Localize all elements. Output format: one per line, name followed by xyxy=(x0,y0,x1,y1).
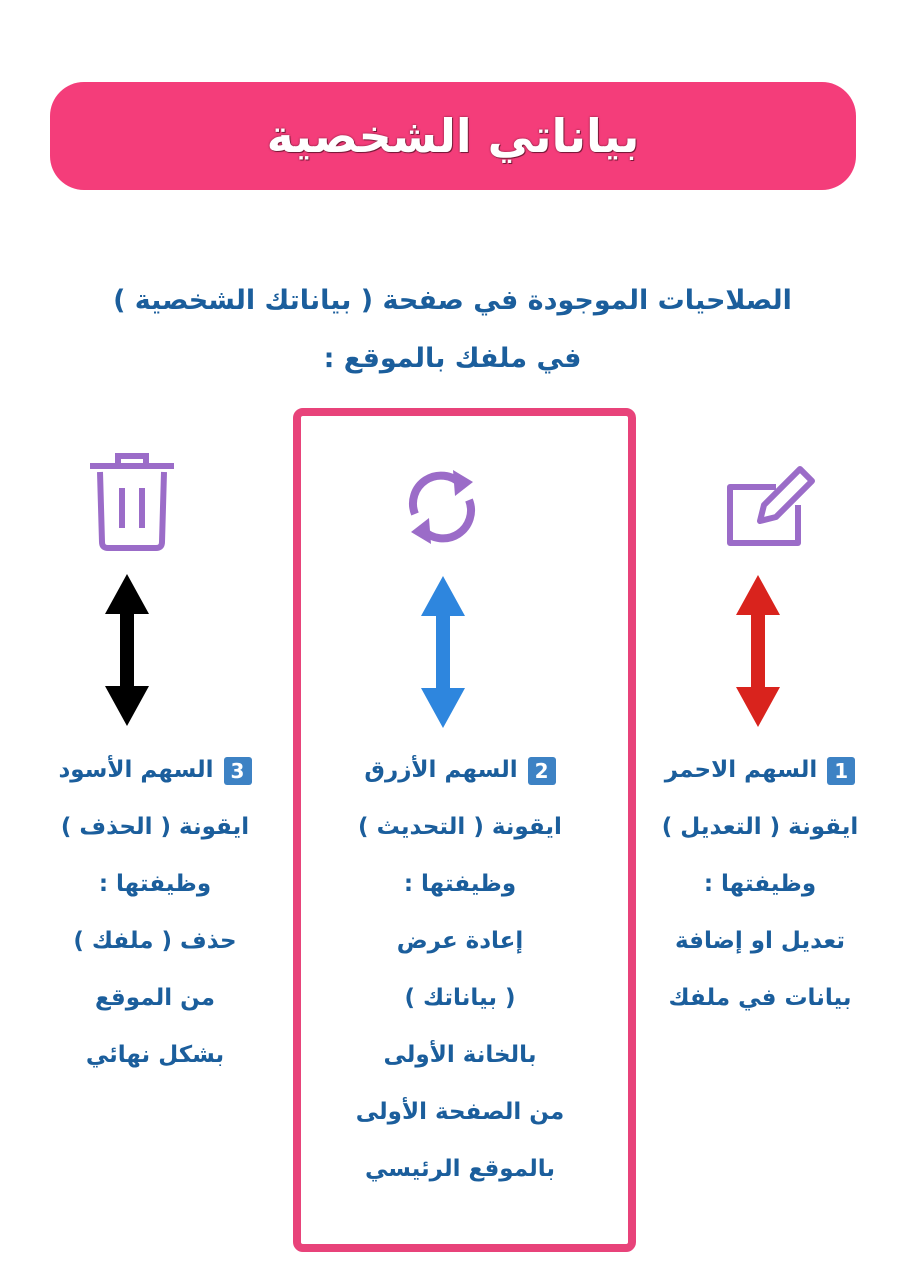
column-heading: 3 السهم الأسود xyxy=(30,742,280,799)
text-line: بالخانة الأولى xyxy=(383,1042,537,1068)
text-line: حذف ( ملفك ) xyxy=(73,928,237,954)
heading-text: السهم الأزرق xyxy=(364,757,518,783)
number-badge: 2 xyxy=(527,756,556,785)
column-delete: 3 السهم الأسود ايقونة ( الحذف ) وظيفتها :… xyxy=(30,742,280,1084)
text-line: من الموقع xyxy=(94,985,216,1011)
number-badge: 1 xyxy=(827,756,856,785)
text-line: ايقونة ( التعديل ) xyxy=(661,814,859,840)
refresh-icon xyxy=(409,470,475,544)
text-line: بشكل نهائي xyxy=(85,1042,225,1068)
column-heading: 2 السهم الأزرق xyxy=(320,742,600,799)
text-line: وظيفتها : xyxy=(98,871,212,897)
text-line: إعادة عرض xyxy=(396,928,524,954)
heading-text: السهم الأسود xyxy=(58,757,214,783)
column-heading: 1 السهم الاحمر xyxy=(640,742,880,799)
highlight-box xyxy=(293,408,636,1252)
title-banner: بياناتي الشخصية xyxy=(50,82,856,190)
text-line: وظيفتها : xyxy=(703,871,817,897)
black-double-arrow xyxy=(105,574,149,726)
column-edit: 1 السهم الاحمر ايقونة ( التعديل ) وظيفتها… xyxy=(640,742,880,1027)
intro-text: الصلاحيات الموجودة في صفحة ( بياناتك الش… xyxy=(40,272,865,388)
text-line: ايقونة ( الحذف ) xyxy=(60,814,250,840)
edit-icon xyxy=(727,466,815,546)
text-line: بيانات في ملفك xyxy=(668,985,852,1011)
text-line: ايقونة ( التحديث ) xyxy=(358,814,562,840)
intro-line-1: الصلاحيات الموجودة في صفحة ( بياناتك الش… xyxy=(113,285,792,316)
number-badge: 3 xyxy=(223,756,252,785)
red-double-arrow xyxy=(736,575,780,727)
text-line: من الصفحة الأولى xyxy=(355,1099,565,1125)
column-refresh: 2 السهم الأزرق ايقونة ( التحديث ) وظيفتها… xyxy=(320,742,600,1198)
text-line: بالموقع الرئيسي xyxy=(364,1156,556,1182)
blue-double-arrow xyxy=(421,576,465,728)
text-line: وظيفتها : xyxy=(403,871,517,897)
page-title: بياناتي الشخصية xyxy=(266,109,640,163)
intro-line-2: في ملفك بالموقع : xyxy=(323,343,582,374)
text-line: تعديل او إضافة xyxy=(674,928,846,954)
heading-text: السهم الاحمر xyxy=(664,757,818,783)
text-line: ( بياناتك ) xyxy=(404,985,516,1011)
trash-icon xyxy=(90,453,174,551)
